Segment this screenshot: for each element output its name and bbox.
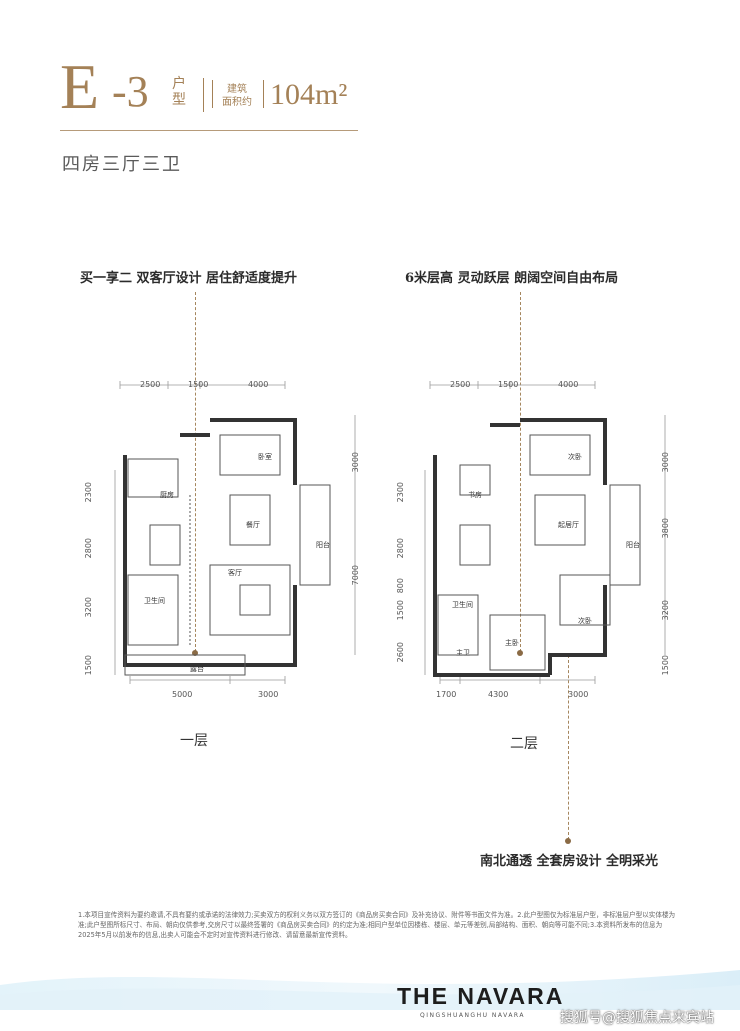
area-label-box	[212, 80, 264, 108]
f2-room-bath: 卫生间	[452, 601, 473, 609]
bottom-tagline: 南北通透 全套房设计 全明采光	[480, 854, 659, 869]
f2-room-lounge: 起居厅	[558, 521, 579, 529]
f1-dim-bottom-1: 5000	[172, 690, 193, 699]
floor1-leader-dot	[192, 650, 198, 656]
f2-room-master: 主卧	[505, 639, 519, 647]
f2-dim-right-3: 3200	[661, 600, 670, 621]
watermark: 搜狐号@搜狐焦点来宾站	[560, 1010, 714, 1026]
floor1-tagline: 买一享二 双客厅设计 居住舒适度提升	[80, 271, 298, 286]
f1-dim-top-2: 1500	[188, 380, 209, 389]
f1-dim-right-2: 7000	[351, 565, 360, 586]
f1-dim-left-1: 2300	[84, 482, 93, 503]
bottom-leader-line	[568, 655, 569, 840]
brand-subtitle: QINGSHUANGHU NAVARA	[420, 1012, 525, 1019]
f2-room-balcony: 阳台	[626, 541, 640, 549]
f2-dim-bottom-3: 3000	[568, 690, 589, 699]
f2-dim-right-1: 3000	[661, 452, 670, 473]
f1-dim-top-3: 4000	[248, 380, 269, 389]
f1-room-living: 客厅	[228, 569, 242, 577]
f1-dim-right-1: 3000	[351, 452, 360, 473]
f1-dim-left-4: 1500	[84, 655, 93, 676]
f1-dim-left-3: 3200	[84, 597, 93, 618]
f2-dim-right-4: 1500	[661, 655, 670, 676]
f2-dim-left-4: 1500	[396, 600, 405, 621]
header-divider	[203, 78, 204, 112]
brand-logo: THE NAVARA	[397, 983, 565, 1009]
f2-dim-left-1: 2300	[396, 482, 405, 503]
f2-dim-top-1: 2500	[450, 380, 471, 389]
f2-room-bedroom2: 次卧	[578, 617, 592, 625]
area-value: 104m²	[270, 78, 348, 111]
layout-subtitle: 四房三厅三卫	[62, 154, 182, 175]
f2-dim-top-3: 4000	[558, 380, 579, 389]
floor2-plan	[424, 381, 666, 684]
floor2-leader-dot	[517, 650, 523, 656]
f1-room-dining: 餐厅	[246, 521, 260, 529]
area-label: 建筑 面积约	[212, 83, 262, 109]
floor1-label: 一层	[180, 733, 208, 749]
f2-room-bedroom: 次卧	[568, 453, 582, 461]
disclaimer-text: 1.本项目宣传资料为要约邀请,不具有要约或承诺的法律效力;买卖双方的权利义务以双…	[78, 911, 676, 939]
f1-room-bedroom: 卧室	[258, 453, 272, 461]
floor1-leader-line	[195, 292, 196, 652]
area-label-line2: 面积约	[222, 97, 252, 108]
f2-dim-left-2: 2800	[396, 538, 405, 559]
f1-dim-top-1: 2500	[140, 380, 161, 389]
unit-letter: E	[60, 51, 100, 122]
f2-dim-left-3: 800	[396, 578, 405, 594]
decorative-wave	[0, 970, 740, 1010]
f2-dim-bottom-2: 4300	[488, 690, 509, 699]
f2-dim-bottom-1: 1700	[436, 690, 457, 699]
floor1-plan	[114, 381, 356, 684]
f1-dim-left-2: 2800	[84, 538, 93, 559]
f2-dim-top-2: 1500	[498, 380, 519, 389]
floor2-label: 二层	[510, 736, 538, 752]
f2-room-study: 书房	[468, 491, 482, 499]
header-rule	[60, 130, 358, 131]
unit-type-label: 户型	[172, 76, 186, 108]
f1-dim-bottom-2: 3000	[258, 690, 279, 699]
f1-room-balcony: 阳台	[316, 541, 330, 549]
f2-dim-right-2: 3800	[661, 518, 670, 539]
f2-dim-left-5: 2600	[396, 642, 405, 663]
unit-number: -3	[112, 67, 149, 116]
f1-room-terrace: 露台	[190, 665, 204, 673]
floor2-tagline: 6米层高 灵动跃层 朗阔空间自由布局	[405, 271, 619, 286]
f2-room-bath2: 主卫	[456, 649, 470, 657]
f1-room-kitchen: 厨房	[160, 491, 174, 499]
floor2-leader-line	[520, 292, 521, 652]
area-label-line1: 建筑	[227, 84, 247, 95]
bottom-leader-dot	[565, 838, 571, 844]
f1-room-bathroom: 卫生间	[144, 597, 165, 605]
